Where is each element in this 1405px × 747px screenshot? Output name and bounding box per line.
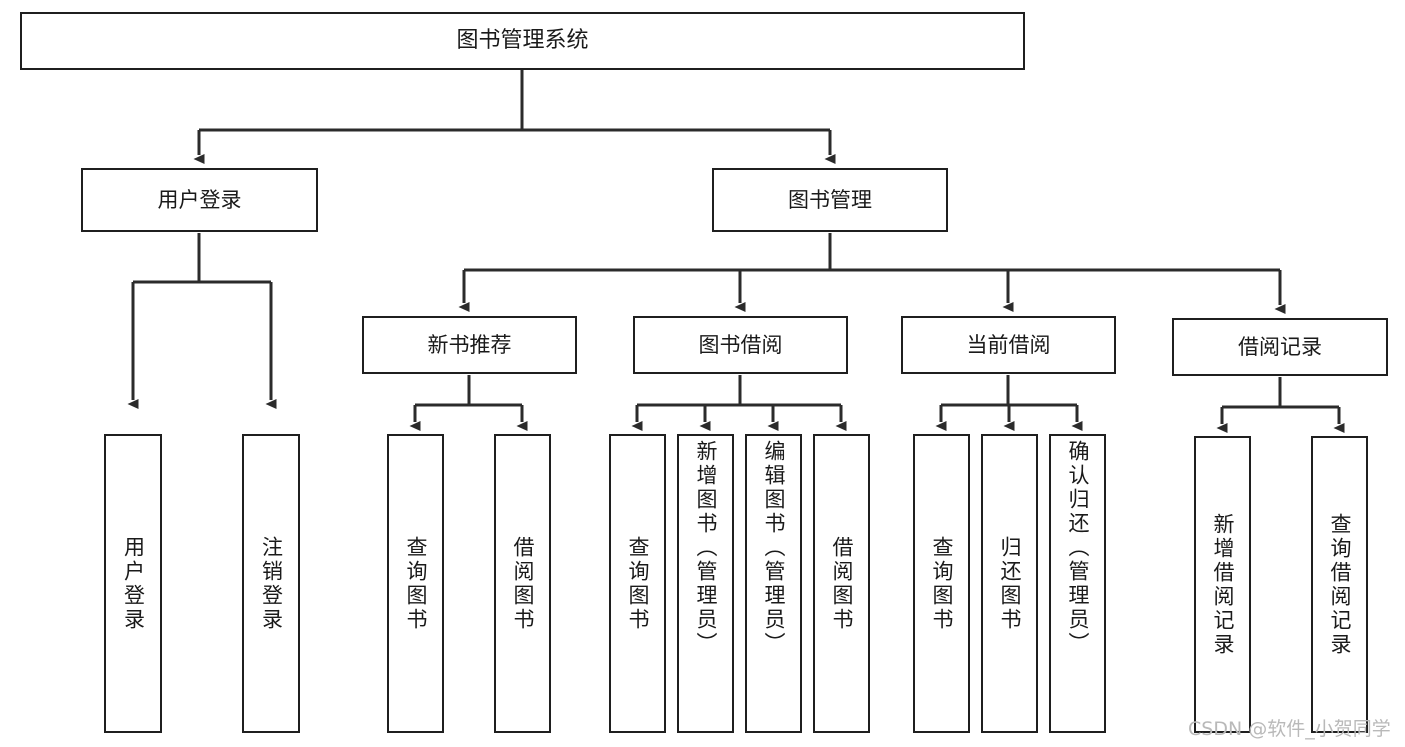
node-leaf-query-book-2[interactable]: 查询图书 [609, 434, 666, 733]
node-leaf-borrow-book-2-label: 借阅图书 [830, 535, 854, 632]
node-user-login-label: 用户登录 [157, 187, 242, 212]
node-leaf-add-book-label: 新增图书（管理员） [694, 440, 718, 656]
node-root[interactable]: 图书管理系统 [20, 12, 1025, 70]
node-user-login[interactable]: 用户登录 [81, 168, 318, 232]
node-book-manage[interactable]: 图书管理 [712, 168, 948, 232]
node-leaf-user-login-label: 用户登录 [121, 535, 146, 632]
node-leaf-edit-book-label: 编辑图书（管理员） [762, 440, 786, 656]
node-leaf-query-book-2-label: 查询图书 [626, 535, 650, 632]
node-leaf-user-login[interactable]: 用户登录 [104, 434, 162, 733]
node-book-borrow-label: 图书借阅 [698, 332, 783, 357]
node-borrow-record[interactable]: 借阅记录 [1172, 318, 1388, 376]
node-leaf-borrow-book-2[interactable]: 借阅图书 [813, 434, 870, 733]
node-leaf-query-book-3[interactable]: 查询图书 [913, 434, 970, 733]
node-leaf-query-book-1[interactable]: 查询图书 [387, 434, 444, 733]
node-new-book-recommend-label: 新书推荐 [427, 332, 512, 357]
node-leaf-query-record[interactable]: 查询借阅记录 [1311, 436, 1368, 733]
node-book-borrow[interactable]: 图书借阅 [633, 316, 848, 374]
node-new-book-recommend[interactable]: 新书推荐 [362, 316, 577, 374]
node-leaf-query-book-1-label: 查询图书 [404, 535, 428, 632]
node-leaf-return-book-label: 归还图书 [998, 535, 1022, 632]
node-leaf-add-record-label: 新增借阅记录 [1211, 512, 1235, 657]
node-leaf-user-logout[interactable]: 注销登录 [242, 434, 300, 733]
node-current-borrow-label: 当前借阅 [966, 332, 1051, 357]
node-leaf-query-book-3-label: 查询图书 [930, 535, 954, 632]
node-leaf-return-book[interactable]: 归还图书 [981, 434, 1038, 733]
node-leaf-borrow-book-1[interactable]: 借阅图书 [494, 434, 551, 733]
node-leaf-query-record-label: 查询借阅记录 [1328, 512, 1352, 657]
node-leaf-edit-book[interactable]: 编辑图书（管理员） [745, 434, 802, 733]
node-book-manage-label: 图书管理 [788, 187, 872, 212]
node-leaf-add-book[interactable]: 新增图书（管理员） [677, 434, 734, 733]
node-leaf-confirm-return-label: 确认归还（管理员） [1066, 440, 1090, 656]
node-borrow-record-label: 借阅记录 [1238, 334, 1322, 359]
node-leaf-add-record[interactable]: 新增借阅记录 [1194, 436, 1251, 733]
node-leaf-confirm-return[interactable]: 确认归还（管理员） [1049, 434, 1106, 733]
node-root-label: 图书管理系统 [456, 28, 589, 54]
node-leaf-borrow-book-1-label: 借阅图书 [511, 535, 535, 632]
csdn-watermark: CSDN @软件_小贺同学 [1188, 718, 1391, 740]
node-current-borrow[interactable]: 当前借阅 [901, 316, 1116, 374]
node-leaf-user-logout-label: 注销登录 [259, 535, 284, 632]
